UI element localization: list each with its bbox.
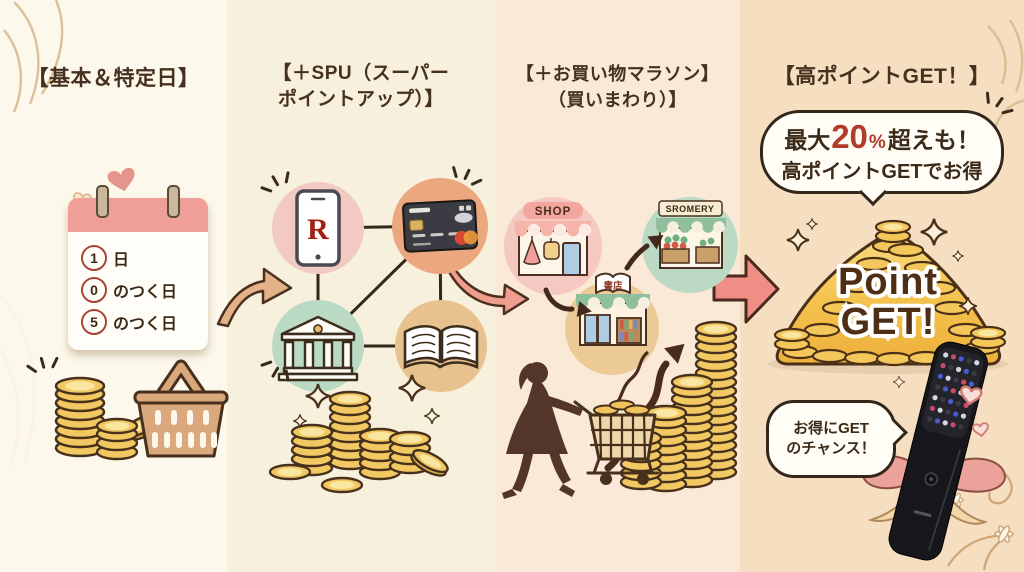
- flourish-bottom-left: [0, 295, 36, 469]
- credit-card-icon: [402, 199, 478, 253]
- smartphone-icon: R: [295, 189, 341, 267]
- book-icon: [403, 324, 479, 369]
- sparkle-icon: [981, 88, 1016, 118]
- arrow-panel1-to-panel2: [216, 267, 293, 328]
- bubble-suffix: 超えも！: [887, 127, 980, 154]
- calendar-row-label: のつく日: [113, 284, 178, 301]
- basket-icon: [133, 359, 229, 458]
- calendar-row-label: のつく日: [113, 316, 178, 333]
- sparkle-icon: [892, 375, 906, 389]
- shopping-cart-icon: [573, 399, 660, 485]
- bookstore-sign: 書店: [603, 280, 623, 292]
- flourish-top-left: [3, 0, 64, 113]
- circled-digit: 5: [81, 309, 107, 335]
- arrow-panel3-to-panel4: [712, 254, 780, 324]
- sparkle-icon: [258, 167, 293, 196]
- calendar-ring: [96, 185, 109, 218]
- coin-pile-icon: [268, 373, 449, 494]
- shop-icon: SHOP: [514, 202, 592, 276]
- grocery-icon: SROMERY: [656, 200, 726, 269]
- grocery-sign: SROMERY: [666, 204, 715, 214]
- calendar-row: 1 日: [81, 245, 208, 271]
- shopper-silhouette: [502, 362, 583, 499]
- calendar-icon: 1 日 0 のつく日 5 のつく日: [68, 185, 208, 350]
- circled-digit: 1: [81, 245, 107, 271]
- panel2-title-line2: ポイントアップ）】: [277, 89, 444, 110]
- calendar-row: 5 のつく日: [81, 309, 208, 335]
- circled-digit: 0: [81, 277, 107, 303]
- hop-arrow-bookstore-to-grocery: [624, 228, 669, 271]
- pile-text-line1: Point: [838, 261, 938, 303]
- panel2-title-line1: 【＋SPU（スーパー: [272, 63, 450, 84]
- bubble-line2: 高ポイントGETでお得: [781, 160, 983, 183]
- percent-sign: %: [868, 132, 886, 154]
- panel3-title-line1: 【＋お買い物マラソン】: [515, 64, 720, 84]
- bubble-prefix: 最大: [784, 127, 831, 154]
- device-bubble-line1: お得にGET: [793, 419, 869, 437]
- flourish-bottom-right: [947, 468, 1014, 571]
- panel3-title-line2: （買いまわり）】: [548, 90, 687, 110]
- pile-text-line2: GET!: [841, 301, 936, 343]
- calendar-row: 0 のつく日: [81, 277, 208, 303]
- bookstore-icon: 書店: [576, 272, 650, 346]
- device-bubble-line2: のチャンス！: [786, 440, 876, 457]
- coin-mountain-icon: Point GET!: [773, 219, 1007, 367]
- shop-sign: SHOP: [535, 206, 572, 218]
- growth-line: [610, 350, 650, 410]
- calendar-header: [68, 198, 208, 232]
- bank-icon: [277, 315, 359, 382]
- arrow-panel2-to-panel3: [446, 262, 530, 316]
- calendar-row-label: 日: [113, 252, 130, 269]
- device-speech-bubble: お得にGET のチャンス！: [766, 400, 908, 478]
- panel1-title: 【基本＆特定日】: [27, 67, 200, 90]
- percent-value: 20: [831, 118, 868, 156]
- calendar-ring: [167, 185, 180, 218]
- hop-arrow-shop-to-bookstore: [543, 287, 594, 320]
- phone-letter: R: [307, 213, 329, 246]
- panel4-title: 【高ポイントGET！】: [773, 65, 991, 88]
